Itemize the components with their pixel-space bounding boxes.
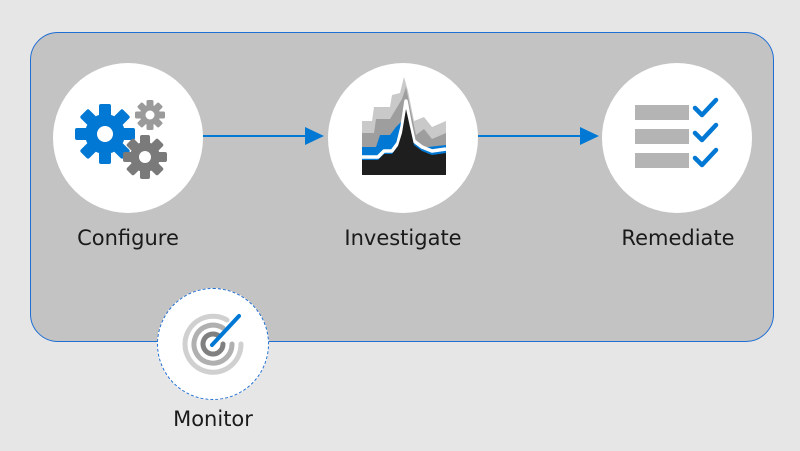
investigate-node (328, 63, 478, 213)
remediate-node (602, 63, 752, 213)
arrow-configure-to-investigate (203, 127, 324, 145)
checklist-icon (635, 97, 719, 168)
radar-icon (182, 313, 244, 375)
spectrum-chart-icon (362, 77, 447, 175)
configure-label: Configure (77, 226, 179, 250)
configure-node (53, 63, 203, 213)
investigate-label: Investigate (344, 226, 462, 250)
monitor-node (157, 288, 269, 400)
monitor-label: Monitor (173, 407, 253, 431)
gears-icon (75, 100, 167, 179)
remediate-label: Remediate (621, 226, 735, 250)
arrow-investigate-to-remediate (478, 127, 599, 145)
